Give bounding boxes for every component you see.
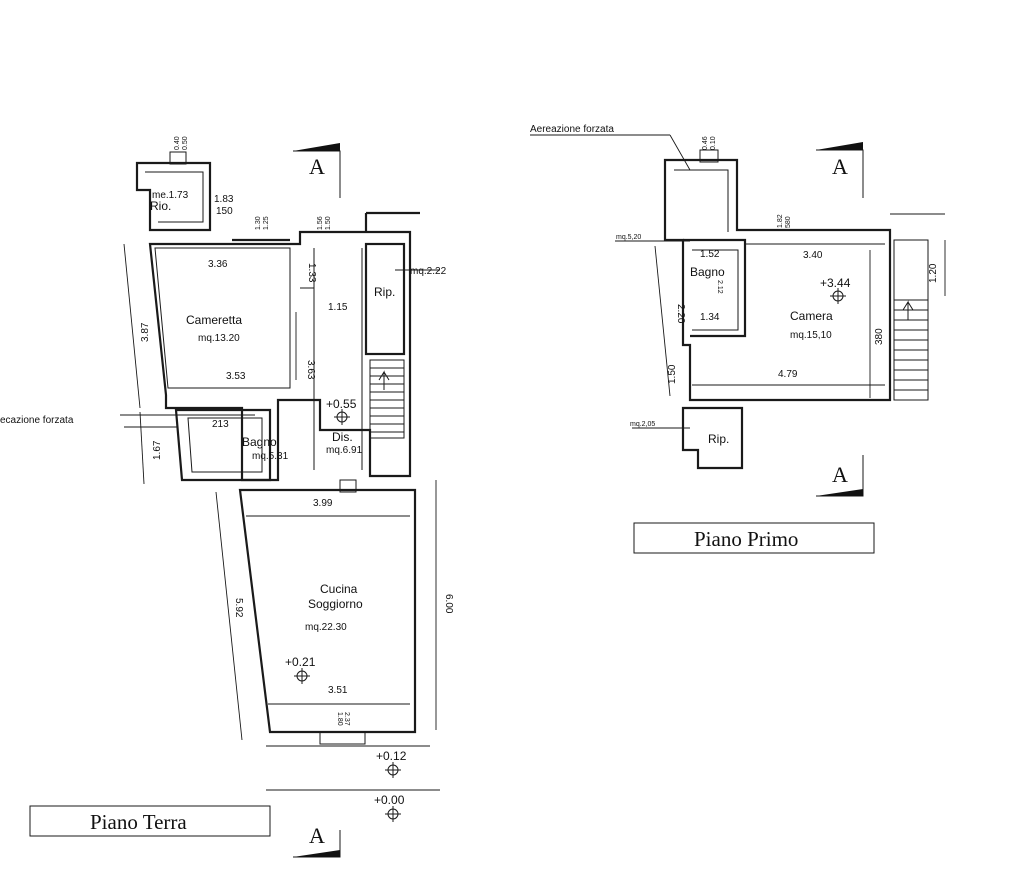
rio-dim-3: 0.40 xyxy=(174,136,181,150)
rip-dim-left: 1.33 xyxy=(306,263,317,283)
first-left-dim-2: 1.50 xyxy=(667,364,678,384)
rio-dim-2: 150 xyxy=(216,206,233,217)
cameretta-label: Cameretta xyxy=(186,313,242,327)
ext-level-2-marker xyxy=(385,806,401,822)
section-marker-ground-bottom: A xyxy=(293,823,341,858)
first-top-dim-1: 0.46 xyxy=(702,136,709,150)
camera-level-marker xyxy=(830,288,846,304)
svg-text:A: A xyxy=(309,154,325,179)
camera-label: Camera xyxy=(790,309,833,323)
corridor-dim: 1.15 xyxy=(328,302,348,313)
section-marker-first-bottom: A xyxy=(816,455,864,497)
svg-text:A: A xyxy=(832,154,848,179)
rio-label: Rio. xyxy=(150,199,171,213)
rip-area: mq.2.22 xyxy=(410,266,447,277)
rio-dim-4: 0.50 xyxy=(182,136,189,150)
bagno-area: mq.5.31 xyxy=(252,451,289,462)
first-right-dim: 1.20 xyxy=(928,263,939,283)
cucina-area: mq.22.30 xyxy=(305,622,347,633)
top-dim-2: 1.50 xyxy=(325,216,332,230)
dis-level: +0.55 xyxy=(326,397,357,411)
cameretta-height-right: 3.63 xyxy=(305,360,316,380)
rio-dim-5: 1.30 xyxy=(255,216,262,230)
section-marker-first-top: A xyxy=(816,142,864,198)
first-floor-plan xyxy=(530,134,946,470)
first-rip-area: mq.2,05 xyxy=(630,421,655,428)
cameretta-area: mq.13.20 xyxy=(198,333,240,344)
cameretta-width-top: 3.36 xyxy=(208,259,228,270)
cucina-dim-1: 1.80 xyxy=(336,712,343,726)
svg-text:A: A xyxy=(832,462,848,487)
dis-label: Dis. xyxy=(332,430,353,444)
ext-level-1-marker xyxy=(385,762,401,778)
top-dim-1: 1.56 xyxy=(317,216,324,230)
first-top-dim-3: 1.82 xyxy=(777,214,784,228)
ground-floor-labels: Rio. me.1.73 1.83 150 0.40 0.50 1.30 1.2… xyxy=(0,136,454,822)
cameretta-height-left: 3.87 xyxy=(140,322,151,342)
ext-level-1: +0.12 xyxy=(376,749,407,763)
cucina-label-1: Cucina xyxy=(320,582,358,596)
bagno-height: 1.67 xyxy=(152,440,163,460)
cucina-dim-2: 2.37 xyxy=(343,712,350,726)
ground-stairs xyxy=(369,359,405,439)
cucina-height-left: 5.92 xyxy=(233,598,244,618)
bagno-label: Bagno xyxy=(242,435,277,449)
cucina-label-2: Soggiorno xyxy=(308,597,363,611)
first-title-text: Piano Primo xyxy=(694,527,798,551)
cameretta-width-bottom: 3.53 xyxy=(226,371,246,382)
first-bagno-label: Bagno xyxy=(690,265,725,279)
cucina-height-right: 6.00 xyxy=(443,594,454,614)
rio-dim-6: 1.25 xyxy=(263,216,270,230)
ground-floor-plan xyxy=(120,151,440,791)
svg-text:A: A xyxy=(309,823,325,848)
first-bagno-width-bottom: 1.34 xyxy=(700,312,720,323)
dis-area: mq.6.91 xyxy=(326,445,363,456)
camera-width-bottom: 4.79 xyxy=(778,369,798,380)
rio-area: me.1.73 xyxy=(152,190,189,201)
rip-label: Rip. xyxy=(374,285,395,299)
first-floor-title: Piano Primo xyxy=(633,522,875,554)
first-left-dim-1: 2.20 xyxy=(675,304,686,324)
first-top-dim-4: 580 xyxy=(785,216,792,228)
first-bagno-width-top: 1.52 xyxy=(700,249,720,260)
first-bagno-height: 2.12 xyxy=(716,280,723,294)
bagno-width: 213 xyxy=(212,419,229,430)
first-top-dim-2: 0.10 xyxy=(710,136,717,150)
cucina-level-marker xyxy=(294,668,310,684)
ext-level-2: +0.00 xyxy=(374,793,405,807)
cucina-level: +0.21 xyxy=(285,655,316,669)
dis-level-marker xyxy=(334,409,350,425)
ground-aeration-note: ecazione forzata xyxy=(0,415,74,426)
ground-title-text: Piano Terra xyxy=(90,810,187,834)
camera-level: +3.44 xyxy=(820,276,851,290)
first-rip-label: Rip. xyxy=(708,432,729,446)
first-bagno-area: mq.5,20 xyxy=(616,234,641,241)
camera-width-top: 3.40 xyxy=(803,250,823,261)
first-floor-labels: Aereazione forzata 0.46 0.10 1.82 580 mq… xyxy=(530,124,939,446)
camera-area: mq.15,10 xyxy=(790,330,832,341)
rio-dim-1: 1.83 xyxy=(214,194,234,205)
first-stairs xyxy=(893,239,929,401)
section-marker-ground-top: A xyxy=(293,143,341,198)
ground-floor-title: Piano Terra xyxy=(29,805,271,837)
cucina-width-bottom: 3.51 xyxy=(328,685,348,696)
camera-height: 380 xyxy=(874,328,885,345)
first-aeration-note: Aereazione forzata xyxy=(530,124,614,135)
cucina-width-top: 3.99 xyxy=(313,498,333,509)
